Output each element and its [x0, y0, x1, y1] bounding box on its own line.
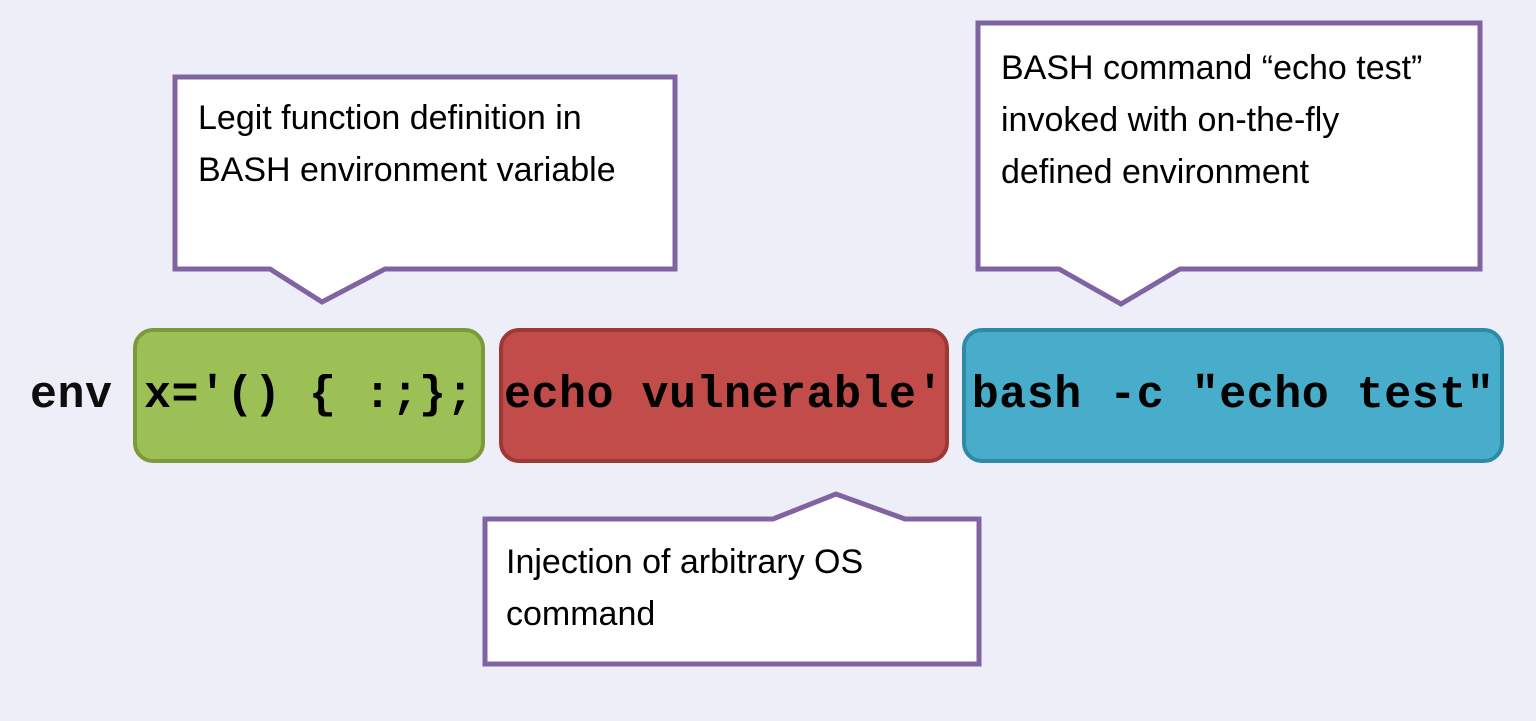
- callout-function-definition-text: Legit function definition in BASH enviro…: [198, 99, 616, 189]
- callout-injection-shape: [482, 491, 982, 667]
- callout-injection-text: Injection of arbitrary OS command: [506, 543, 864, 633]
- callout-function-definition-shape: [172, 74, 678, 305]
- command-line: env x='() { :;}; echo vulnerable' bash -…: [0, 328, 1536, 468]
- callout-bash-invocation: BASH command “echo test” invoked with on…: [975, 20, 1483, 308]
- callout-bash-invocation-shape: [975, 20, 1483, 307]
- callout-bash-invocation-text: BASH command “echo test” invoked with on…: [1001, 49, 1423, 191]
- callout-injection: Injection of arbitrary OS command: [482, 490, 982, 667]
- command-token-env: env: [30, 370, 113, 421]
- command-token-function-definition: x='() { :;};: [133, 328, 485, 463]
- command-token-injection: echo vulnerable': [499, 328, 949, 463]
- command-token-bash-invocation: bash -c "echo test": [962, 328, 1504, 463]
- callout-function-definition: Legit function definition in BASH enviro…: [172, 74, 678, 306]
